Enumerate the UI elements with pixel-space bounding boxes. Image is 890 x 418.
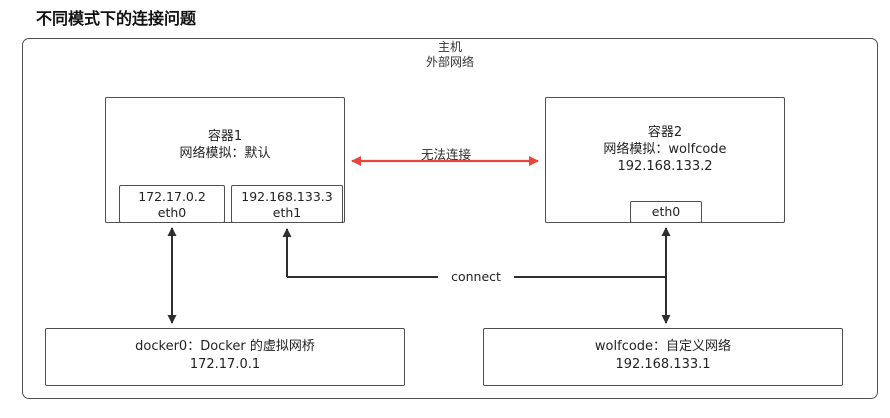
container1-eth1-name: eth1 (272, 205, 302, 220)
diagram-title: 不同模式下的连接问题 (36, 9, 197, 28)
container1-eth0-box: 172.17.0.2 eth0 (119, 185, 225, 223)
container1-text: 容器1 网络模拟：默认 (106, 128, 344, 162)
container1-title: 容器1 (207, 129, 243, 144)
wolfcode-ip: 192.168.133.1 (615, 357, 711, 372)
container1-eth1-box: 192.168.133.3 eth1 (231, 185, 343, 223)
connect-label: connect (438, 269, 514, 284)
wolfcode-title: wolfcode：自定义网络 (594, 339, 732, 354)
docker0-ip: 172.17.0.1 (189, 357, 261, 372)
container1-eth0-ip: 172.17.0.2 (138, 189, 206, 204)
container2-eth0-name: eth0 (651, 204, 681, 219)
host-label-line1: 主机 (437, 40, 462, 54)
container2-text: 容器2 网络模拟：wolfcode 192.168.133.2 (546, 124, 784, 175)
docker0-title: docker0：Docker 的虚拟网桥 (135, 339, 315, 354)
container2-ip: 192.168.133.2 (617, 159, 713, 174)
docker0-box: docker0：Docker 的虚拟网桥 172.17.0.1 (45, 328, 405, 386)
host-label: 主机 外部网络 (22, 40, 878, 70)
container1-mode: 网络模拟：默认 (179, 146, 271, 161)
wolfcode-box: wolfcode：自定义网络 192.168.133.1 (483, 328, 843, 386)
no-connection-label: 无法连接 (420, 147, 471, 162)
host-label-line2: 外部网络 (425, 55, 474, 69)
container2-title: 容器2 (647, 125, 683, 140)
container2-mode: 网络模拟：wolfcode (603, 142, 727, 157)
container2-eth0-box: eth0 (630, 201, 702, 223)
container1-eth1-ip: 192.168.133.3 (241, 189, 333, 204)
container1-eth0-name: eth0 (157, 205, 187, 220)
